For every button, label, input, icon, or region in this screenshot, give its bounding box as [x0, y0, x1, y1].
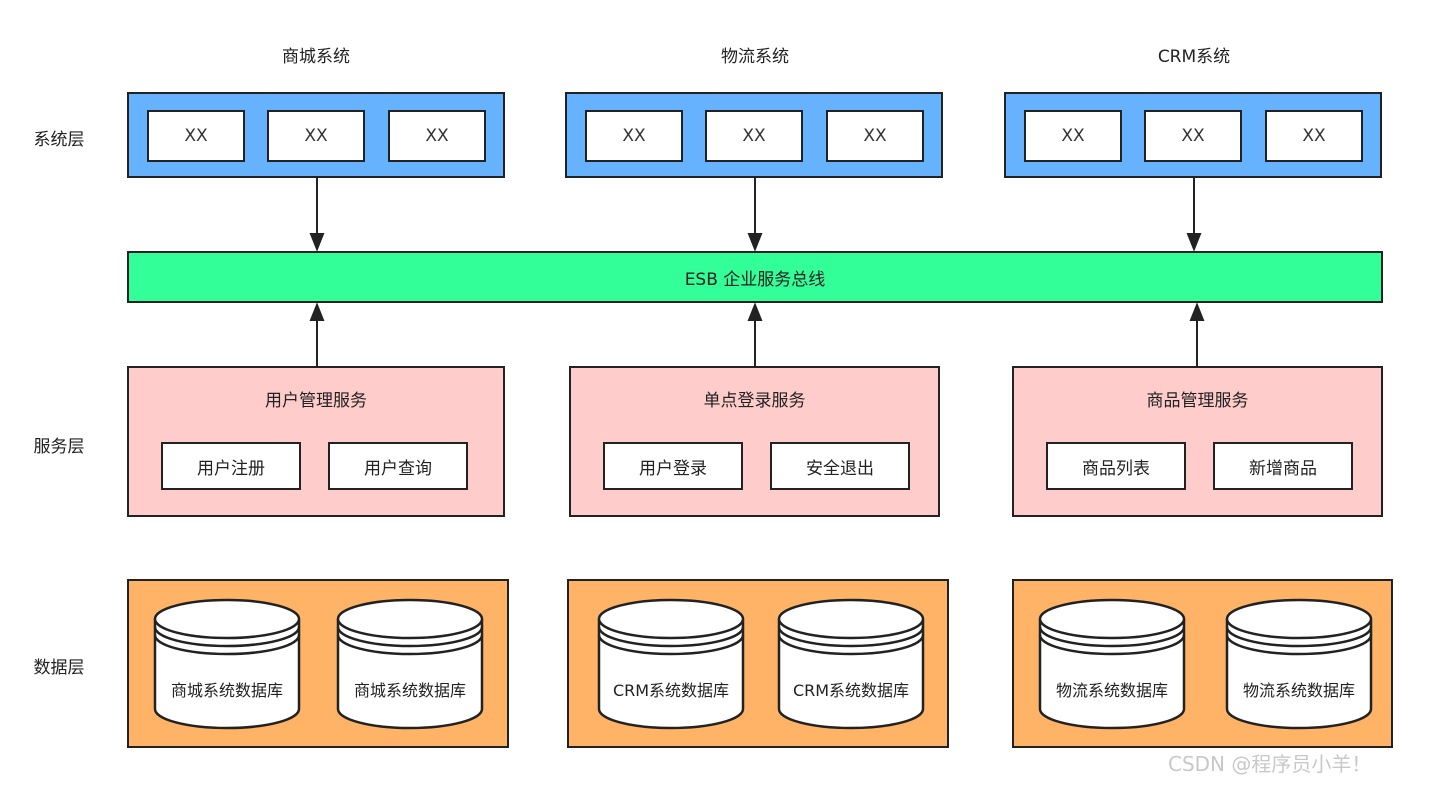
arrowhead-down-crm — [1186, 233, 1202, 252]
service-function: 用户注册 — [161, 442, 301, 490]
system-module: XX — [1024, 110, 1122, 162]
esb-label: ESB 企业服务总线 — [684, 269, 826, 290]
database-label: 物流系统数据库 — [1242, 681, 1355, 700]
system-module: XX — [388, 110, 486, 162]
database-label: CRM系统数据库 — [792, 681, 910, 700]
arrowhead-up-user — [309, 302, 325, 321]
system-module: XX — [1144, 110, 1242, 162]
database-cylinder: CRM系统数据库 — [777, 597, 925, 731]
arrowhead-down-mall — [309, 233, 325, 252]
service-title: 用户管理服务 — [265, 391, 367, 411]
database-label: 物流系统数据库 — [1055, 681, 1168, 700]
database-icon — [597, 598, 745, 730]
system-module: XX — [585, 110, 683, 162]
arrowhead-down-logistics — [747, 233, 763, 252]
database-cylinder: 商城系统数据库 — [336, 597, 484, 731]
watermark: CSDN @程序员小羊！ — [1168, 752, 1372, 776]
database-label: 商城系统数据库 — [170, 681, 283, 700]
database-label: CRM系统数据库 — [612, 681, 730, 700]
esb-bus: ESB 企业服务总线 — [127, 251, 1383, 303]
arrowhead-up-sso — [747, 302, 763, 321]
service-function: 安全退出 — [770, 442, 910, 490]
database-label: 商城系统数据库 — [353, 681, 466, 700]
system-title-logistics: 物流系统 — [721, 47, 789, 67]
data-layer-label: 数据层 — [33, 658, 85, 678]
service-title: 商品管理服务 — [1146, 391, 1249, 411]
service-function: 新增商品 — [1213, 442, 1353, 490]
service-function: 用户查询 — [328, 442, 468, 490]
system-layer-label: 系统层 — [33, 130, 85, 150]
system-title-crm: CRM系统 — [1157, 47, 1231, 67]
service-box-sso: 单点登录服务 用户登录 安全退出 — [569, 366, 940, 517]
database-cylinder: CRM系统数据库 — [597, 597, 745, 731]
system-title-mall: 商城系统 — [282, 47, 350, 67]
service-function: 用户登录 — [603, 442, 743, 490]
service-title: 单点登录服务 — [703, 391, 806, 411]
system-module: XX — [826, 110, 924, 162]
arrowhead-up-goods — [1189, 302, 1205, 321]
system-module: XX — [1265, 110, 1363, 162]
system-box-crm: XX XX XX — [1004, 92, 1382, 178]
system-module: XX — [147, 110, 245, 162]
service-function: 商品列表 — [1046, 442, 1186, 490]
database-icon — [1225, 598, 1373, 730]
system-module: XX — [705, 110, 803, 162]
database-cylinder: 商城系统数据库 — [153, 597, 301, 731]
system-module: XX — [267, 110, 365, 162]
database-icon — [1038, 598, 1186, 730]
system-box-logistics: XX XX XX — [565, 92, 943, 178]
system-box-mall: XX XX XX — [127, 92, 505, 178]
service-box-goods: 商品管理服务 商品列表 新增商品 — [1012, 366, 1383, 517]
database-cylinder: 物流系统数据库 — [1225, 597, 1373, 731]
service-layer-label: 服务层 — [33, 437, 85, 457]
data-box-mall: 商城系统数据库 商城系统数据库 — [127, 579, 509, 748]
data-box-crm: CRM系统数据库 CRM系统数据库 — [567, 579, 949, 748]
database-icon — [777, 598, 925, 730]
database-cylinder: 物流系统数据库 — [1038, 597, 1186, 731]
database-icon — [336, 598, 484, 730]
service-box-user: 用户管理服务 用户注册 用户查询 — [127, 366, 505, 517]
data-box-logistics: 物流系统数据库 物流系统数据库 — [1012, 579, 1393, 748]
database-icon — [153, 598, 301, 730]
